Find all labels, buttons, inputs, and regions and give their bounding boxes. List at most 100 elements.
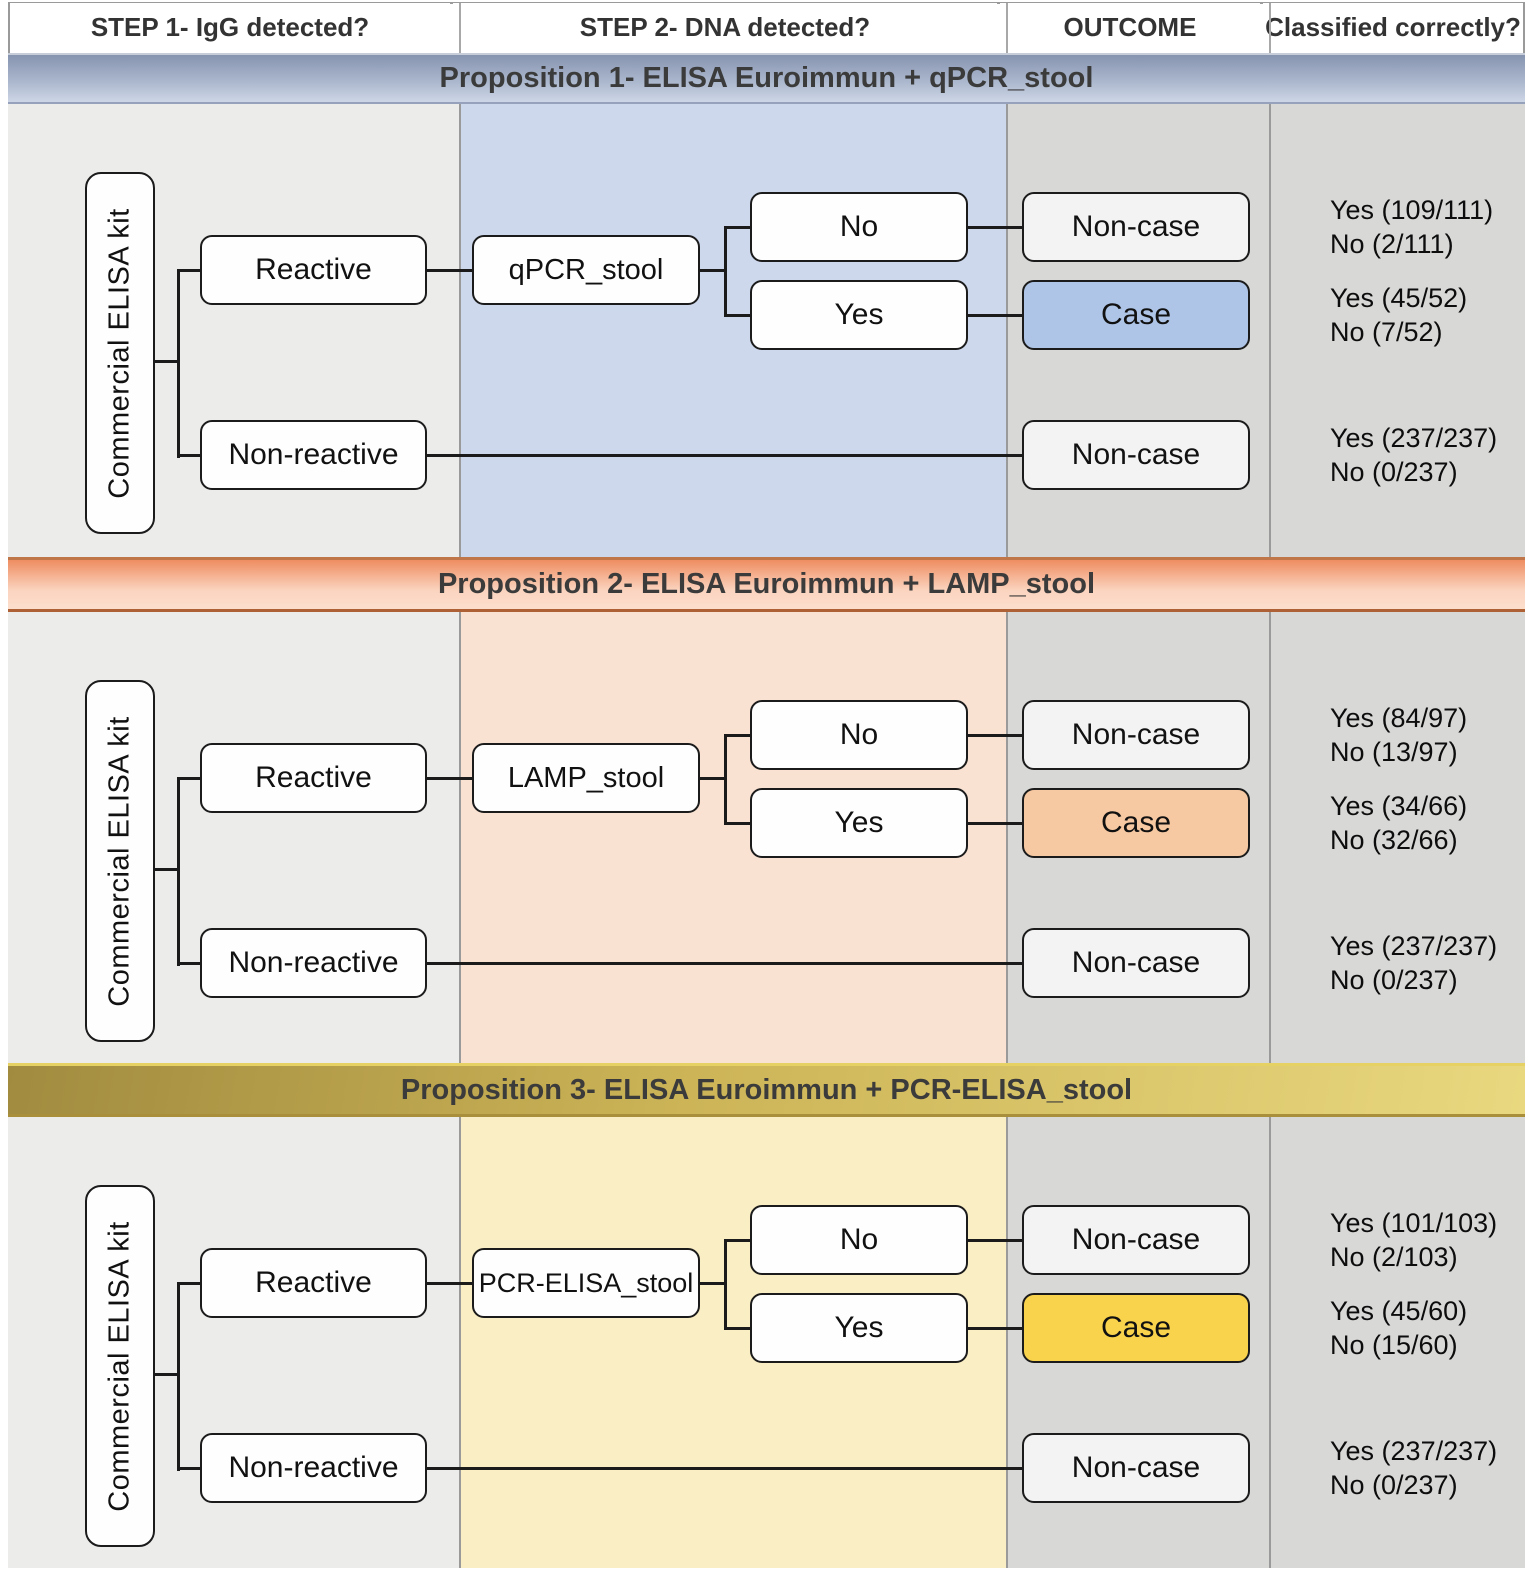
classified-stats: Yes (34/66) No (32/66)	[1330, 789, 1530, 857]
proposition-3-band: Proposition 3- ELISA Euroimmun + PCR-ELI…	[8, 1063, 1525, 1117]
stat-line: No (7/52)	[1330, 317, 1443, 347]
column-header-step2: STEP 2- DNA detected?	[453, 3, 997, 52]
connector-line	[177, 1282, 200, 1285]
column-divider	[459, 104, 461, 557]
outcome-non-case: Non-case	[1022, 928, 1250, 998]
node-non-reactive: Non-reactive	[200, 928, 427, 998]
node-no: No	[750, 700, 968, 770]
node-label: Commercial ELISA kit	[103, 1220, 136, 1512]
column-divider	[459, 1117, 461, 1568]
header-divider	[1269, 3, 1271, 53]
outcome-case: Case	[1022, 1293, 1250, 1363]
outcome-case: Case	[1022, 280, 1250, 350]
classified-stats: Yes (237/237) No (0/237)	[1330, 421, 1530, 489]
proposition-2-band: Proposition 2- ELISA Euroimmun + LAMP_st…	[8, 557, 1525, 612]
node-label: Commercial ELISA kit	[103, 715, 136, 1007]
classified-stats: Yes (45/60) No (15/60)	[1330, 1294, 1530, 1362]
column-header-classified: Classified correctly?	[1263, 3, 1523, 52]
column-divider	[459, 612, 461, 1063]
connector-line	[724, 226, 727, 317]
node-yes: Yes	[750, 1293, 968, 1363]
classified-column-background	[1270, 612, 1525, 1063]
connector-line	[724, 1327, 750, 1330]
proposition-2-title: Proposition 2- ELISA Euroimmun + LAMP_st…	[437, 568, 1096, 600]
node-non-reactive: Non-reactive	[200, 1433, 427, 1503]
connector-line	[177, 1282, 180, 1471]
connector-line	[968, 734, 1022, 737]
connector-line	[153, 360, 179, 363]
stat-line: No (15/60)	[1330, 1330, 1458, 1360]
connector-line	[724, 226, 750, 229]
classified-stats: Yes (45/52) No (7/52)	[1330, 281, 1530, 349]
connector-line	[427, 1282, 472, 1285]
node-no: No	[750, 1205, 968, 1275]
connector-line	[968, 1239, 1022, 1242]
node-yes: Yes	[750, 788, 968, 858]
node-commercial-elisa-kit: Commercial ELISA kit	[85, 680, 155, 1042]
node-step2-test: LAMP_stool	[472, 743, 700, 813]
connector-line	[177, 1467, 200, 1470]
stat-line: No (13/97)	[1330, 737, 1458, 767]
connector-line	[724, 1239, 727, 1330]
proposition-1-title: Proposition 1- ELISA Euroimmun + qPCR_st…	[439, 62, 1094, 94]
section-2-body: Commercial ELISA kit Reactive Non-reacti…	[8, 612, 1525, 1063]
node-yes: Yes	[750, 280, 968, 350]
connector-line	[968, 1327, 1022, 1330]
connector-line	[700, 777, 727, 780]
outcome-non-case: Non-case	[1022, 420, 1250, 490]
classified-stats: Yes (237/237) No (0/237)	[1330, 1434, 1530, 1502]
stat-line: Yes (237/237)	[1330, 423, 1498, 453]
connector-line	[968, 822, 1022, 825]
connector-line	[724, 822, 750, 825]
node-reactive: Reactive	[200, 1248, 427, 1318]
stat-line: Yes (237/237)	[1330, 1436, 1498, 1466]
connector-line	[177, 269, 200, 272]
node-no: No	[750, 192, 968, 262]
column-divider	[1269, 1117, 1271, 1568]
connector-line	[724, 314, 750, 317]
column-divider	[1269, 612, 1271, 1063]
column-header-outcome: OUTCOME	[1000, 3, 1260, 52]
node-commercial-elisa-kit: Commercial ELISA kit	[85, 172, 155, 534]
node-commercial-elisa-kit: Commercial ELISA kit	[85, 1185, 155, 1547]
stat-line: Yes (34/66)	[1330, 791, 1468, 821]
stat-line: No (2/111)	[1330, 229, 1454, 259]
node-label: Commercial ELISA kit	[103, 207, 136, 499]
classified-column-background	[1270, 104, 1525, 557]
header-divider	[1006, 3, 1008, 53]
connector-line	[724, 1239, 750, 1242]
connector-line	[427, 962, 1022, 965]
connector-line	[427, 269, 472, 272]
stat-line: No (32/66)	[1330, 825, 1458, 855]
outcome-non-case: Non-case	[1022, 1433, 1250, 1503]
stat-line: Yes (101/103)	[1330, 1208, 1498, 1238]
node-reactive: Reactive	[200, 235, 427, 305]
connector-line	[700, 1282, 727, 1285]
node-non-reactive: Non-reactive	[200, 420, 427, 490]
connector-line	[177, 777, 200, 780]
classified-column-background	[1270, 1117, 1525, 1568]
column-divider	[1006, 612, 1008, 1063]
connector-line	[177, 269, 180, 458]
connector-line	[700, 269, 727, 272]
stat-line: Yes (84/97)	[1330, 703, 1468, 733]
column-divider	[1269, 104, 1271, 557]
connector-line	[724, 734, 727, 825]
connector-line	[177, 962, 200, 965]
connector-line	[968, 226, 1022, 229]
column-divider	[1006, 1117, 1008, 1568]
outcome-non-case: Non-case	[1022, 1205, 1250, 1275]
connector-line	[724, 734, 750, 737]
stat-line: Yes (237/237)	[1330, 931, 1498, 961]
section-3-body: Commercial ELISA kit Reactive Non-reacti…	[8, 1117, 1525, 1568]
connector-line	[153, 1373, 179, 1376]
connector-line	[177, 777, 180, 966]
connector-line	[427, 454, 1022, 457]
section-1-body: Commercial ELISA kit Reactive Non-reacti…	[8, 104, 1525, 557]
node-step2-test: qPCR_stool	[472, 235, 700, 305]
connector-line	[153, 868, 179, 871]
outcome-non-case: Non-case	[1022, 192, 1250, 262]
column-divider	[1006, 104, 1008, 557]
proposition-1-band: Proposition 1- ELISA Euroimmun + qPCR_st…	[8, 53, 1525, 104]
